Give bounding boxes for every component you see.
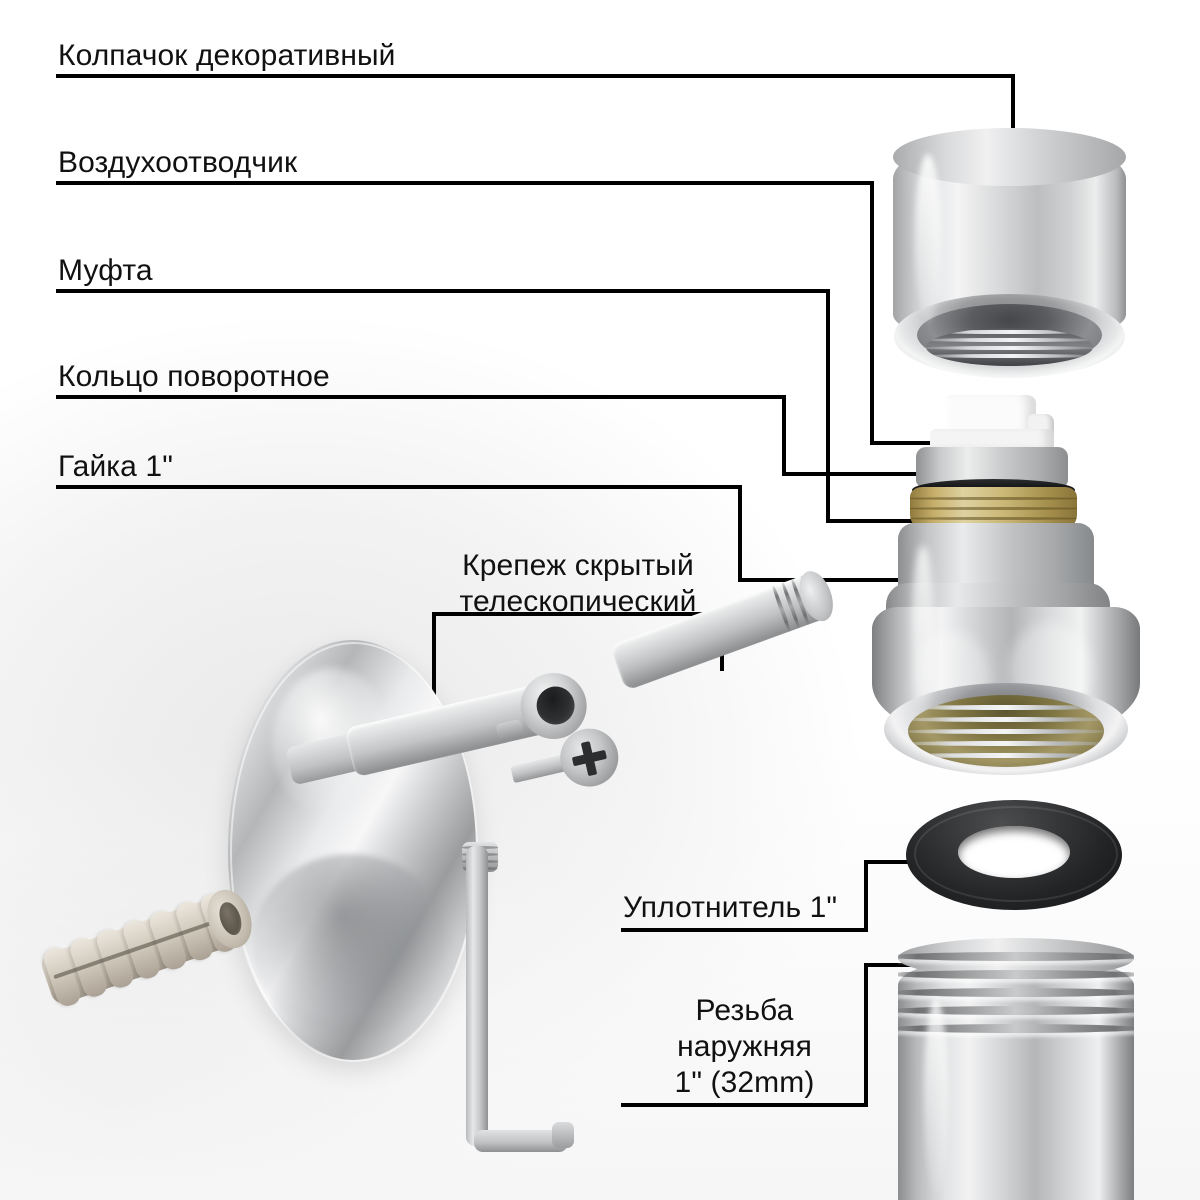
leader-nut: [56, 485, 1009, 582]
part-allen-key: [466, 846, 576, 1176]
gasket-lip: [914, 806, 1118, 902]
label-decorative-cap: Колпачок декоративный: [58, 39, 396, 72]
leader-air-vent: [56, 181, 1007, 445]
label-swivel-ring: Кольцо поворотное: [58, 360, 330, 393]
label-external-thread: Резьба наружняя 1" (32mm): [674, 994, 815, 1099]
cap-highlight: [915, 154, 941, 322]
label-nut: Гайка 1": [58, 450, 173, 483]
allen-key-short-arm: [474, 1130, 568, 1152]
leader-swivel-ring: [56, 395, 1010, 476]
valve-highlight: [912, 545, 934, 715]
part-wall-flange: [228, 640, 478, 1062]
allen-key-tip: [552, 1122, 574, 1148]
label-coupling: Муфта: [58, 254, 153, 287]
label-air-vent: Воздухоотводчик: [58, 146, 298, 179]
nut-internal-thread: [908, 695, 1104, 767]
label-gasket: Уплотнитель 1": [623, 891, 838, 924]
part-gasket-1in: [906, 800, 1122, 910]
label-hidden-telescopic-mount: Крепеж скрытый телескопический: [459, 549, 697, 618]
pipe-highlight: [924, 998, 948, 1194]
cap-internal-thread: [926, 328, 1093, 366]
gasket-bore: [958, 826, 1070, 878]
leader-cap: [56, 74, 1015, 212]
part-valve-assembly: [868, 395, 1158, 785]
allen-key-long-arm: [466, 846, 488, 1146]
part-threaded-pipe: [898, 938, 1134, 1200]
part-decorative-cap: [893, 128, 1126, 378]
pipe-external-thread: [898, 946, 1134, 1042]
